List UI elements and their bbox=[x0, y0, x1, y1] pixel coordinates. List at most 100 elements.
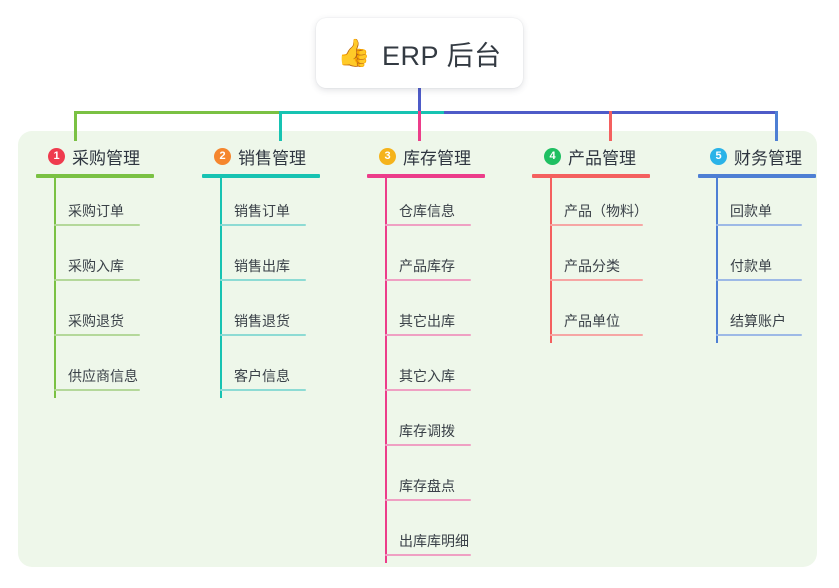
branch-item-label: 销售出库 bbox=[234, 258, 290, 274]
branch-item-label: 库存盘点 bbox=[399, 478, 455, 494]
branch-item[interactable]: 其它入库 bbox=[361, 343, 513, 398]
branch-item[interactable]: 产品单位 bbox=[526, 288, 678, 343]
branch-item-label: 采购订单 bbox=[68, 203, 124, 219]
trunk-connector bbox=[418, 88, 421, 113]
bus-segment-teal bbox=[279, 111, 446, 114]
branch-item[interactable]: 采购退货 bbox=[30, 288, 180, 343]
branch-4: 4 产品管理产品（物料） 产品分类产品单位 bbox=[526, 143, 678, 343]
branch-item-rule bbox=[220, 389, 306, 391]
branch-item-label: 库存调拨 bbox=[399, 423, 455, 439]
branch-item-rule bbox=[54, 224, 140, 226]
branch-item-label: 采购退货 bbox=[68, 313, 124, 329]
stem-branch-2 bbox=[279, 111, 282, 141]
branch-rule-2 bbox=[202, 174, 320, 178]
branch-item-rule bbox=[385, 499, 471, 501]
branch-item[interactable]: 销售退货 bbox=[196, 288, 346, 343]
branch-spine-3 bbox=[385, 178, 387, 563]
root-title: ERP 后台 bbox=[382, 40, 502, 71]
branch-item[interactable]: 其它出库 bbox=[361, 288, 513, 343]
branch-item[interactable]: 产品库存 bbox=[361, 233, 513, 288]
branch-item-label: 付款单 bbox=[730, 258, 772, 274]
branch-items-1: 采购订单采购入库采购退货供应商信息 bbox=[30, 178, 180, 398]
branch-rule-1 bbox=[36, 174, 154, 178]
branch-item-rule bbox=[385, 334, 471, 336]
branch-item[interactable]: 出库库明细 bbox=[361, 508, 513, 563]
branch-items-3: 仓库信息产品库存其它出库其它入库库存调拨库存盘点出库库明细 bbox=[361, 178, 513, 563]
stem-branch-1 bbox=[74, 111, 77, 141]
branch-item-label: 采购入库 bbox=[68, 258, 124, 274]
branch-item-label: 仓库信息 bbox=[399, 203, 455, 219]
branch-item[interactable]: 采购入库 bbox=[30, 233, 180, 288]
branch-item-rule bbox=[220, 224, 306, 226]
stem-branch-4 bbox=[609, 111, 612, 141]
branch-badge-3: 3 bbox=[379, 147, 396, 165]
branch-item-label: 出库库明细 bbox=[399, 533, 469, 549]
branch-spine-5 bbox=[716, 178, 718, 343]
branch-item-rule bbox=[550, 224, 643, 226]
branch-item[interactable]: 销售订单 bbox=[196, 178, 346, 233]
branch-item-rule bbox=[220, 279, 306, 281]
branch-item-label: 其它入库 bbox=[399, 368, 455, 384]
branch-item-rule bbox=[716, 224, 802, 226]
branch-item-label: 产品库存 bbox=[399, 258, 455, 274]
branch-item-rule bbox=[54, 334, 140, 336]
branch-item-rule bbox=[54, 279, 140, 281]
branch-rule-3 bbox=[367, 174, 485, 178]
branch-item-label: 销售退货 bbox=[234, 313, 290, 329]
branch-item-rule bbox=[54, 389, 140, 391]
stem-branch-3 bbox=[418, 111, 421, 141]
branch-item-rule bbox=[385, 554, 471, 556]
branch-item-label: 产品分类 bbox=[564, 258, 620, 274]
branch-item[interactable]: 供应商信息 bbox=[30, 343, 180, 398]
branch-badge-4: 4 bbox=[544, 147, 561, 165]
branch-item-rule bbox=[385, 279, 471, 281]
branch-item-rule bbox=[716, 334, 802, 336]
branch-item-rule bbox=[385, 224, 471, 226]
branch-item-rule bbox=[550, 279, 643, 281]
branch-item-rule bbox=[385, 444, 471, 446]
branch-item-rule bbox=[550, 334, 643, 336]
branch-item-label: 供应商信息 bbox=[68, 368, 138, 384]
branch-item[interactable]: 产品（物料） bbox=[526, 178, 678, 233]
branch-item[interactable]: 仓库信息 bbox=[361, 178, 513, 233]
branch-item[interactable]: 库存调拨 bbox=[361, 398, 513, 453]
branch-title-5: 财务管理 bbox=[734, 148, 802, 168]
branch-header-4[interactable]: 4 产品管理 bbox=[526, 143, 678, 169]
branch-item[interactable]: 结算账户 bbox=[692, 288, 839, 343]
branch-item-label: 结算账户 bbox=[730, 313, 786, 329]
branch-item-rule bbox=[385, 389, 471, 391]
thumbs-up-icon: 👍 bbox=[337, 37, 372, 68]
branch-title-1: 采购管理 bbox=[72, 148, 140, 168]
branch-item-rule bbox=[220, 334, 306, 336]
branch-rule-5 bbox=[698, 174, 816, 178]
branch-spine-4 bbox=[550, 178, 552, 343]
branch-item[interactable]: 回款单 bbox=[692, 178, 839, 233]
branch-items-5: 回款单付款单结算账户 bbox=[692, 178, 839, 343]
branch-item-rule bbox=[716, 279, 802, 281]
branch-item[interactable]: 付款单 bbox=[692, 233, 839, 288]
branch-title-4: 产品管理 bbox=[568, 148, 636, 168]
branch-rule-4 bbox=[532, 174, 650, 178]
branch-item[interactable]: 销售出库 bbox=[196, 233, 346, 288]
branch-item-label: 客户信息 bbox=[234, 368, 290, 384]
branch-item[interactable]: 产品分类 bbox=[526, 233, 678, 288]
branch-items-4: 产品（物料） 产品分类产品单位 bbox=[526, 178, 678, 343]
branch-item[interactable]: 采购订单 bbox=[30, 178, 180, 233]
branch-item[interactable]: 库存盘点 bbox=[361, 453, 513, 508]
branch-badge-5: 5 bbox=[710, 147, 727, 165]
root-node[interactable]: 👍 ERP 后台 bbox=[316, 18, 523, 88]
bus-segment-green bbox=[74, 111, 281, 114]
branch-items-2: 销售订单销售出库销售退货客户信息 bbox=[196, 178, 346, 398]
branch-item-label: 回款单 bbox=[730, 203, 772, 219]
branch-header-5[interactable]: 5 财务管理 bbox=[692, 143, 839, 169]
branch-item-label: 产品（物料） bbox=[564, 203, 648, 219]
branch-item[interactable]: 客户信息 bbox=[196, 343, 346, 398]
diagram-background-panel bbox=[18, 131, 817, 567]
